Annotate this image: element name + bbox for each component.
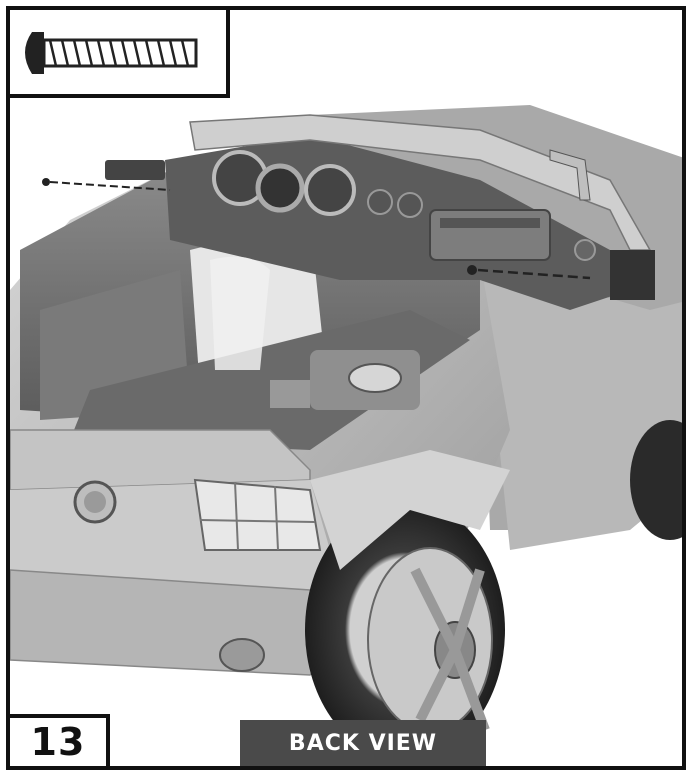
view-label: BACK VIEW — [240, 720, 486, 766]
hardware-inset — [10, 10, 230, 98]
screw-guide-left — [42, 178, 171, 191]
screw-icon — [25, 32, 198, 74]
instruction-panel: 13 BACK VIEW — [6, 6, 686, 770]
screw-guide-right — [467, 265, 591, 280]
step-number: 13 — [10, 714, 110, 766]
car-illustration — [10, 10, 682, 766]
